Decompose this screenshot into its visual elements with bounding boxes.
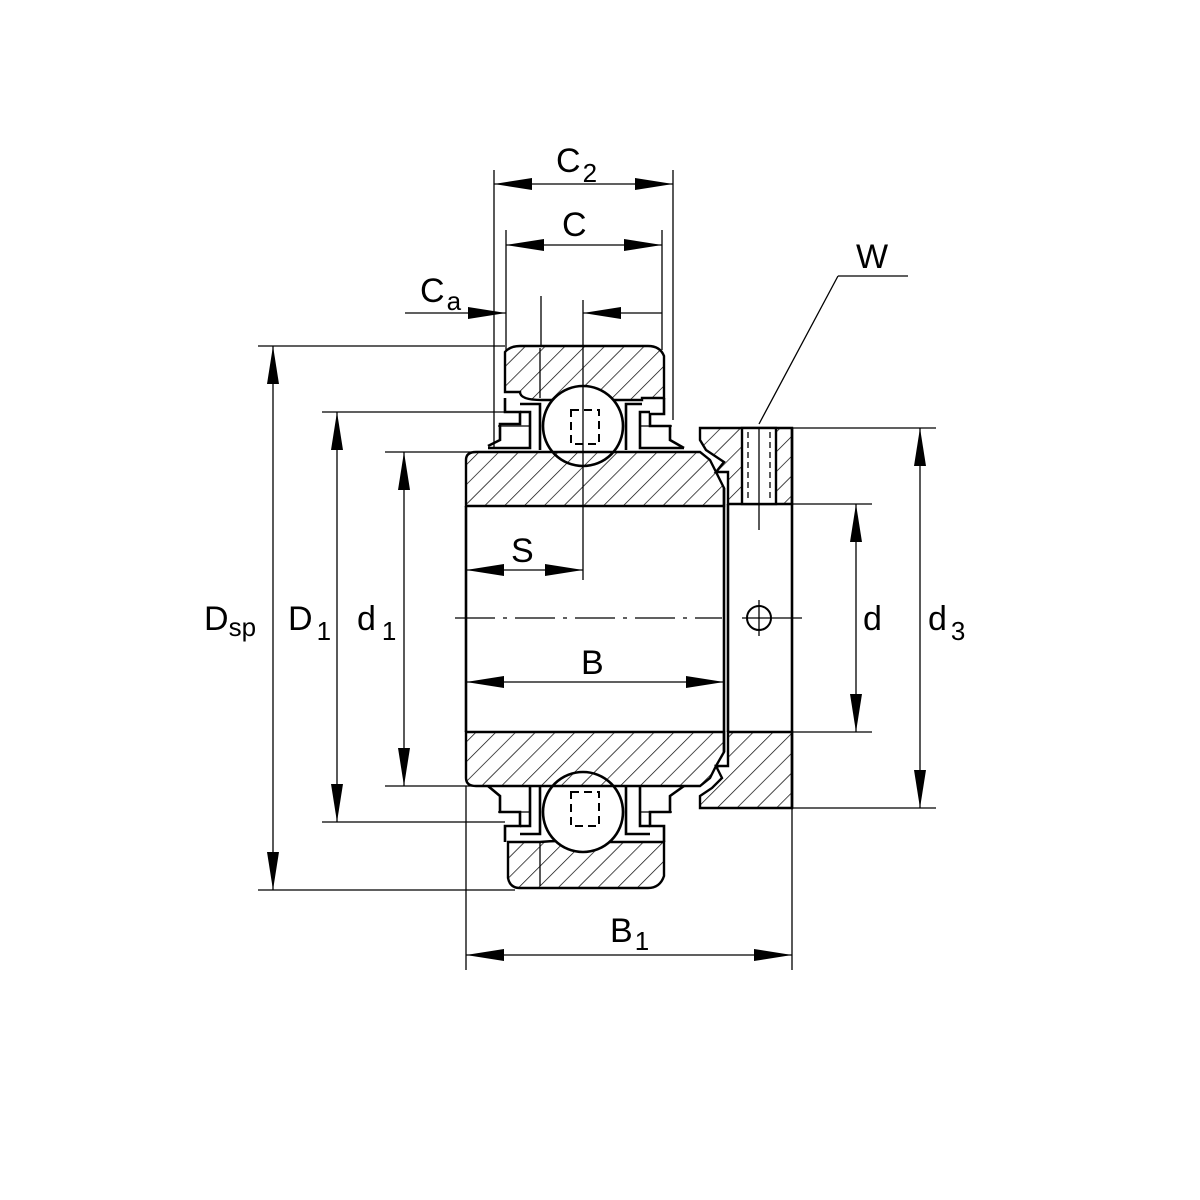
- extension-lines: [258, 170, 936, 970]
- label-c2: C2: [556, 142, 597, 188]
- seal-right-bottom: [624, 784, 685, 842]
- arrowheads: [267, 178, 926, 961]
- label-s: S: [511, 532, 534, 570]
- label-w: W: [856, 238, 888, 276]
- cage-top: [570, 409, 600, 445]
- label-b1: B1: [610, 912, 649, 956]
- seal-left-top: [487, 398, 542, 450]
- label-c: C: [562, 206, 587, 244]
- label-ca: Ca: [420, 272, 462, 316]
- seal-left-bottom: [487, 785, 542, 842]
- inner-ring-top: [464, 450, 726, 508]
- label-d: d: [863, 600, 882, 638]
- cage-bottom: [570, 791, 600, 827]
- label-dsp: Dsp: [204, 600, 256, 642]
- outer-ring-top: [503, 344, 666, 402]
- label-b: B: [581, 644, 604, 682]
- seal-right-top: [624, 398, 685, 450]
- inner-ring-bottom: [464, 730, 726, 788]
